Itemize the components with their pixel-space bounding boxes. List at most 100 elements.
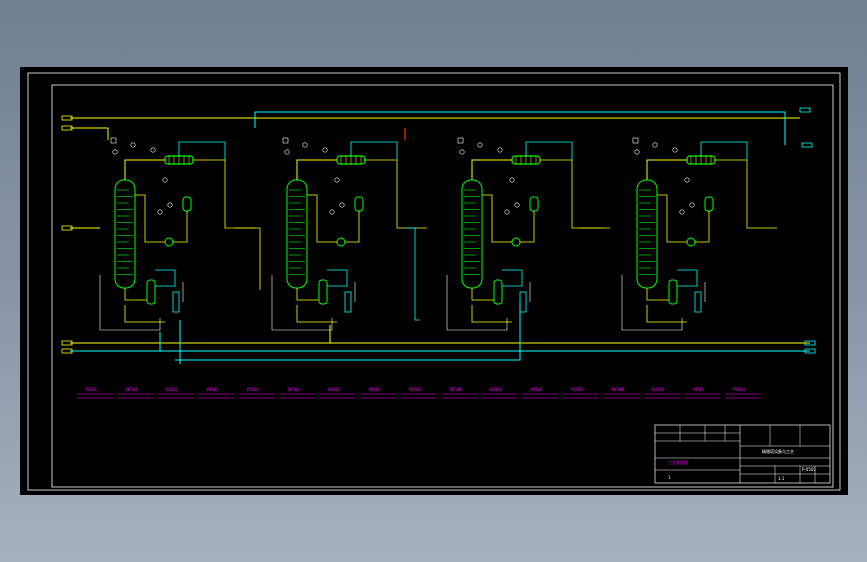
title-block-scale: 1:1 — [778, 476, 785, 481]
legend-equipment-tag: P0504 — [733, 387, 746, 392]
legend-equipment-tag: V0501 — [126, 387, 139, 392]
pump-suction-line — [520, 211, 535, 243]
reboiler-icon — [493, 279, 503, 305]
transfer-line-2-3 — [405, 227, 420, 321]
product-outlet-line — [471, 305, 512, 323]
product-cooler-icon — [172, 291, 180, 313]
instrument-bubble — [514, 202, 520, 208]
process-units — [99, 128, 777, 331]
legend-equipment-tag: V0503 — [369, 387, 382, 392]
outlet-arrow-3 — [804, 348, 816, 354]
control-valve-icon — [282, 137, 289, 144]
legend-equipment-tag: E0503 — [328, 387, 341, 392]
instrument-bubble — [679, 209, 685, 215]
overhead-vapor-line — [471, 159, 512, 180]
instrument-bubble — [339, 202, 345, 208]
reflux-return-line — [657, 194, 687, 243]
bottoms-line — [296, 288, 319, 301]
product-cooler-icon — [344, 291, 352, 313]
instrument-bubble — [652, 142, 658, 148]
legend-equipment-tag: T0502 — [288, 387, 301, 392]
cooling-water-line — [700, 141, 748, 160]
main-piping — [61, 107, 816, 364]
unit-4 — [621, 137, 777, 331]
legend-equipment-tag: V0502 — [207, 387, 220, 392]
legend-equipment-tag: P0502 — [409, 387, 422, 392]
inlet-arrow-2 — [61, 225, 73, 231]
instrument-bubble — [322, 147, 328, 153]
bottoms-control-loop — [99, 275, 161, 331]
instrument-bubble — [284, 149, 290, 155]
return-utility-line — [175, 300, 521, 361]
title-block-subtitle: 工艺流程图 — [668, 459, 688, 465]
reboiler-icon — [146, 279, 156, 305]
outlet-arrow-2 — [804, 340, 816, 346]
pump-suction-line — [173, 211, 188, 243]
bottoms-line — [124, 288, 147, 301]
reboiler-icon — [318, 279, 328, 305]
bottoms-control-loop — [271, 275, 333, 331]
product-outlet-line — [646, 305, 687, 323]
instrument-bubble — [459, 149, 465, 155]
inlet-arrow-3 — [61, 340, 73, 346]
instrument-bubble — [167, 202, 173, 208]
instrument-bubble — [672, 147, 678, 153]
title-block-drawing-no: P-0501 — [802, 467, 816, 472]
inlet-arrow-1 — [61, 125, 73, 131]
product-cooler-icon — [519, 291, 527, 313]
reflux-return-line — [135, 194, 165, 243]
overhead-vapor-line — [124, 159, 165, 180]
inlet-arrow-4 — [61, 348, 73, 354]
instrument-bubble — [504, 209, 510, 215]
transfer-line-1-2 — [235, 227, 261, 290]
instrument-bubble — [112, 149, 118, 155]
instrument-bubble — [329, 209, 335, 215]
steam-line — [327, 269, 348, 287]
legend-equipment-tag: T0501 — [85, 387, 98, 392]
control-valve-icon — [457, 137, 464, 144]
steam-line — [502, 269, 523, 287]
product-outlet-line — [124, 305, 165, 323]
legend-equipment-tag: T0504 — [612, 387, 625, 392]
instrument-bubble — [162, 177, 168, 183]
title-block-sheet: 1 — [668, 475, 671, 480]
steam-line — [677, 269, 698, 287]
reboiler-icon — [668, 279, 678, 305]
inner-frame — [51, 84, 834, 488]
legend-equipment-tag: E0502 — [166, 387, 179, 392]
legend-equipment-tag: T0503 — [450, 387, 463, 392]
instrument-bubble — [157, 209, 163, 215]
instrument-bubble — [477, 142, 483, 148]
outlet-arrow-1 — [801, 142, 813, 148]
reflux-return-line — [482, 194, 512, 243]
control-valve-icon — [632, 137, 639, 144]
instrument-bubble — [684, 177, 690, 183]
condensate-line — [715, 159, 777, 229]
title-block: 精馏塔设备与工艺 工艺流程图 P-0501 1:1 1 — [654, 424, 831, 484]
instrument-bubble — [150, 147, 156, 153]
pump-suction-line — [345, 211, 360, 243]
legend-equipment-tag: V0504 — [531, 387, 544, 392]
instrument-bubble — [130, 142, 136, 148]
instrument-bubble — [634, 149, 640, 155]
legend-equipment-tag: V0505 — [693, 387, 706, 392]
steam-line — [155, 269, 176, 287]
outlet-arrow-0 — [799, 107, 811, 113]
instrument-bubble — [334, 177, 340, 183]
outer-frame — [27, 72, 841, 491]
instrument-bubble — [509, 177, 515, 183]
legend-equipment-tag: E0505 — [652, 387, 665, 392]
bottoms-line — [471, 288, 494, 301]
legend-equipment-tag: E0504 — [490, 387, 503, 392]
bottoms-control-loop — [621, 275, 683, 331]
overhead-vapor-line — [296, 159, 337, 180]
cooling-water-line — [525, 141, 573, 160]
reflux-return-line — [307, 194, 337, 243]
cooling-water-line — [350, 141, 398, 160]
instrument-bubble — [497, 147, 503, 153]
unit-1 — [99, 137, 255, 331]
instrument-bubble — [689, 202, 695, 208]
bottoms-line — [646, 288, 669, 301]
